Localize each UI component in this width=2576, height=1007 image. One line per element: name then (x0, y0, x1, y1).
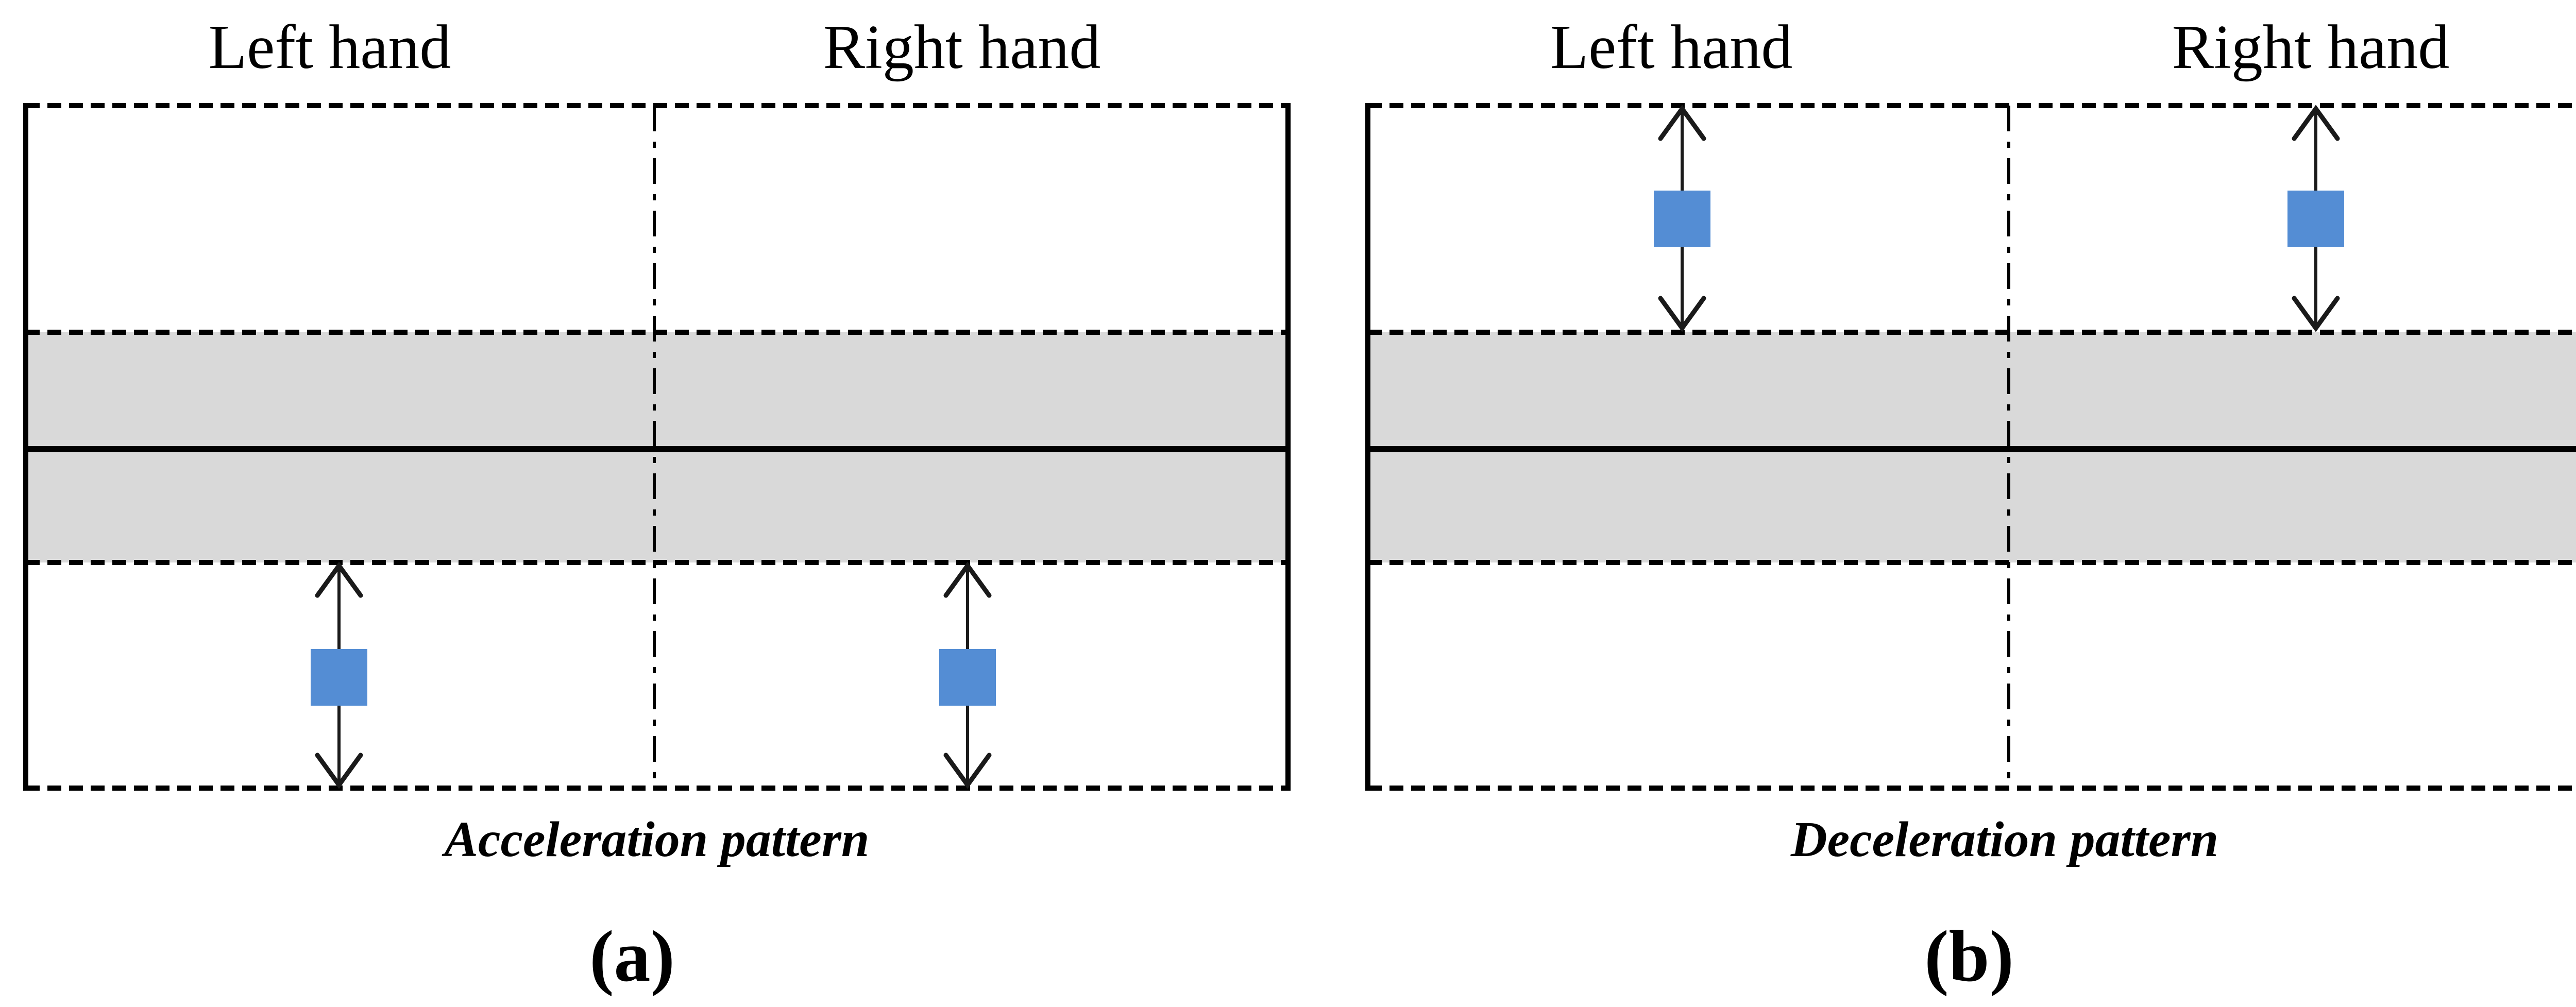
arrow-head-up (943, 561, 992, 598)
left-hand-label: Left hand (209, 12, 451, 82)
arrow-head-up (315, 561, 363, 598)
left-hand-label: Left hand (1550, 12, 1793, 82)
panel-b: Left hand Right hand Deceleration patter… (1365, 12, 2576, 997)
panel-tag: (a) (589, 915, 675, 997)
arrow-head-up (1658, 105, 1706, 141)
right-hand-label: Right hand (823, 12, 1101, 82)
arrow-head-down (315, 753, 363, 789)
arrow-head-down (1658, 296, 1706, 332)
arrow-head-down (2292, 296, 2340, 332)
right-hand-marker-square (2287, 191, 2344, 247)
panel-caption: Deceleration pattern (1790, 812, 2218, 867)
right-hand-label: Right hand (2172, 12, 2450, 82)
left-hand-marker-square (311, 649, 367, 706)
panel-caption: Acceleration pattern (442, 812, 870, 867)
panel-a: Left hand Right hand Acceleration patter… (23, 12, 1291, 997)
left-hand-marker-square (1654, 191, 1710, 247)
right-hand-marker-square (939, 649, 996, 706)
arrow-head-down (943, 753, 992, 789)
arrow-head-up (2292, 105, 2340, 141)
panel-tag: (b) (1924, 915, 2014, 997)
